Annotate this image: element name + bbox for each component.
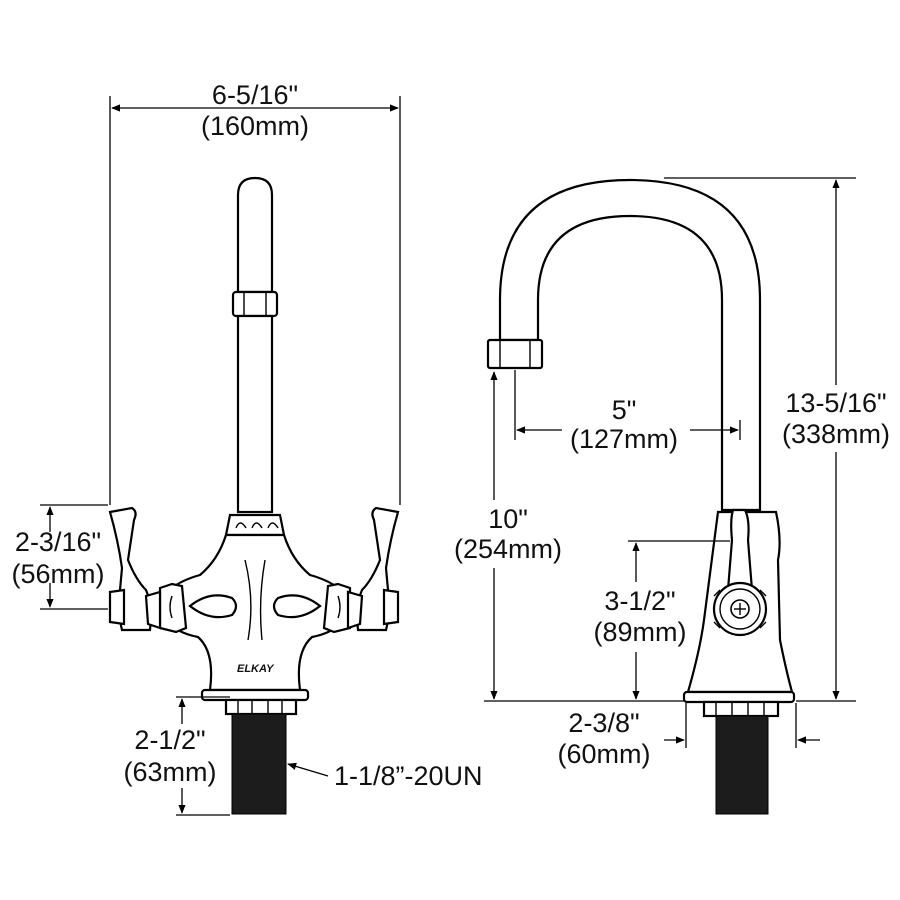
front-handle-metric: (56mm) xyxy=(12,559,105,589)
side-valve-height-metric: (89mm) xyxy=(594,617,687,647)
side-spout-height-dimension: 10" (254mm) xyxy=(454,371,684,702)
front-spout-upper xyxy=(236,176,274,294)
thread-callout-text: 1-1/8”-20UN xyxy=(334,761,483,791)
side-lock-nut xyxy=(702,700,780,718)
front-right-valve-cap xyxy=(322,582,352,634)
front-lock-nut xyxy=(224,698,298,716)
front-width-imperial: 6-5/16" xyxy=(212,80,298,110)
side-base-imperial: 2-3/8" xyxy=(568,708,639,738)
side-aerator xyxy=(486,338,544,370)
side-reach-imperial: 5" xyxy=(612,395,637,425)
side-base-metric: (60mm) xyxy=(558,739,651,769)
side-spout-height-metric: (254mm) xyxy=(454,534,562,564)
front-handle-imperial: 2-3/16" xyxy=(15,527,101,557)
side-height-imperial: 13-5/16" xyxy=(785,388,886,418)
front-width-metric: (160mm) xyxy=(201,111,309,141)
side-view: 13-5/16" (338mm) 5" (127mm) 10" (254mm) … xyxy=(454,177,890,815)
side-reach-dimension: 5" (127mm) xyxy=(514,370,741,454)
front-base-plate xyxy=(200,688,310,702)
thread-callout: 1-1/8”-20UN xyxy=(287,761,483,791)
front-shank-metric: (63mm) xyxy=(124,757,217,787)
side-height-dimension: 13-5/16" (338mm) xyxy=(664,177,890,702)
front-shank-imperial: 2-1/2" xyxy=(134,725,205,755)
front-view: ELKAY 6-5/16" (160mm) 2-3/16" (56mm) xyxy=(12,80,483,816)
side-base-dimension: 2-3/8" (60mm) xyxy=(558,703,820,769)
front-spout-column xyxy=(236,314,274,514)
side-spout-height-imperial: 10" xyxy=(488,504,528,534)
front-brand-logo: ELKAY xyxy=(237,663,275,675)
side-valve-height-dimension: 3-1/2" (89mm) xyxy=(594,540,730,700)
side-gooseneck-spout xyxy=(498,178,762,512)
side-height-metric: (338mm) xyxy=(782,419,890,449)
front-left-valve-cap xyxy=(158,582,188,634)
front-handle-dimension: 2-3/16" (56mm) xyxy=(12,504,108,610)
front-spout-collar xyxy=(231,290,279,318)
front-shank-dimension: 2-1/2" (63mm) xyxy=(124,696,230,816)
side-reach-metric: (127mm) xyxy=(570,424,678,454)
front-threaded-shank xyxy=(231,713,287,815)
side-valve-height-imperial: 3-1/2" xyxy=(604,586,675,616)
side-threaded-shank xyxy=(715,715,769,815)
side-base-plate xyxy=(682,690,796,704)
front-width-dimension: 6-5/16" (160mm) xyxy=(109,80,401,505)
